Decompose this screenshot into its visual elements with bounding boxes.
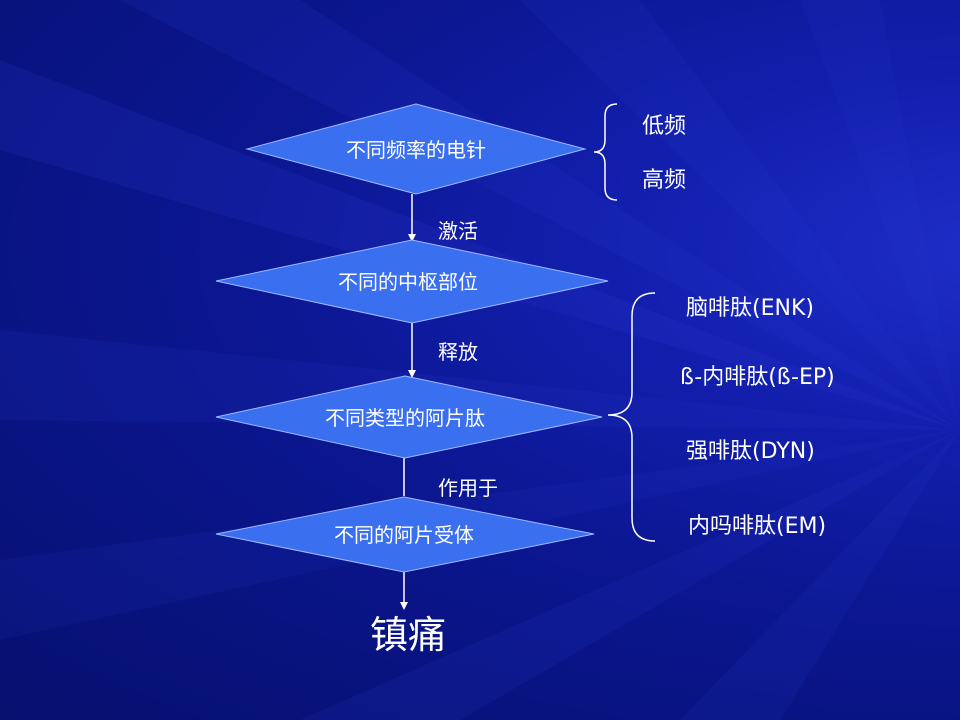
decision-node-central-site: 不同的中枢部位 — [215, 239, 609, 324]
frequency-low: 低频 — [642, 114, 686, 139]
frequency-brace — [593, 103, 618, 201]
diamond-shape — [245, 103, 587, 195]
decision-node-electroacupuncture: 不同频率的电针 — [245, 103, 587, 195]
peptide-em: 内吗啡肽(EM) — [688, 514, 826, 539]
peptide-enk: 脑啡肽(ENK) — [686, 296, 814, 321]
diamond-shape — [215, 496, 595, 573]
node-label: 不同频率的电针 — [346, 138, 486, 162]
edge-label-release: 释放 — [438, 340, 478, 364]
decision-node-opioid-receptors: 不同的阿片受体 — [215, 496, 595, 573]
edge-label-act-on: 作用于 — [438, 476, 498, 500]
peptide-brace — [607, 292, 656, 542]
node-label: 不同类型的阿片肽 — [325, 406, 485, 430]
frequency-high: 高频 — [642, 168, 686, 193]
diamond-shape — [215, 239, 609, 324]
node-label: 不同的中枢部位 — [338, 270, 478, 294]
diamond-shape — [215, 375, 603, 459]
decision-node-opioid-peptides: 不同类型的阿片肽 — [215, 375, 603, 459]
peptide-dyn: 强啡肽(DYN) — [686, 439, 815, 464]
peptide-bep: ß-内啡肽(ß-EP) — [680, 365, 835, 390]
result-label: 镇痛 — [370, 613, 446, 657]
node-label: 不同的阿片受体 — [334, 523, 474, 547]
edge-label-activate: 激活 — [438, 219, 478, 243]
